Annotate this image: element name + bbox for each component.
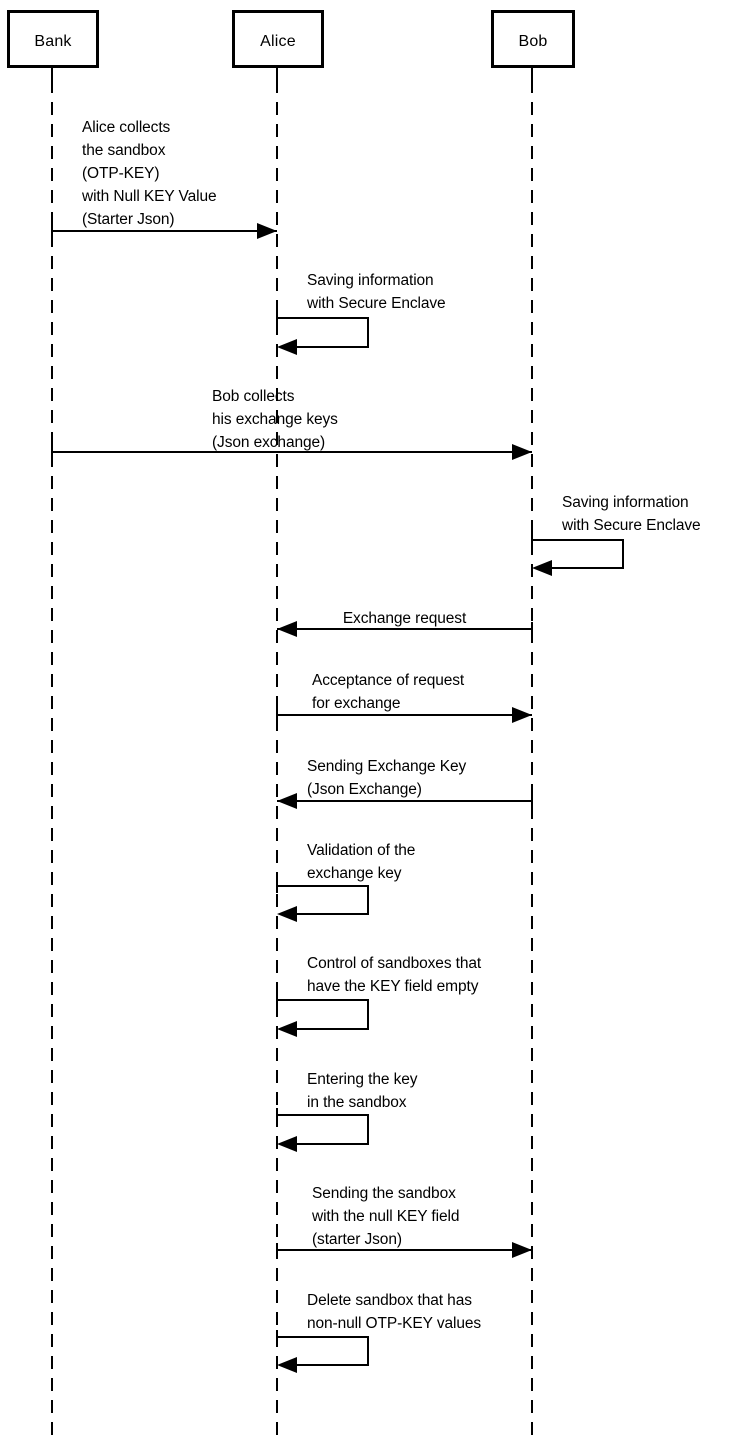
actor-box-bob[interactable]: Bob (491, 10, 575, 68)
message-label-line: Sending the sandbox (312, 1185, 456, 1202)
arrowhead-m8 (277, 906, 297, 922)
message-label-line: Exchange request (342, 610, 467, 627)
message-m8 (276, 879, 369, 922)
message-label-line: Saving information (307, 272, 434, 289)
message-label-m9: Control of sandboxes that have the KEY fi… (307, 952, 481, 998)
self-call-loop-m2 (277, 317, 369, 348)
message-m4 (531, 533, 624, 576)
actor-label-alice: Alice (260, 33, 296, 50)
message-label-line: with Secure Enclave (562, 517, 701, 534)
message-label-line: Entering the key (307, 1071, 418, 1088)
self-call-loop-m8 (277, 885, 369, 915)
actor-label-bob: Bob (518, 33, 548, 50)
message-label-line: Alice collects (82, 119, 171, 136)
arrowhead-m6 (512, 707, 532, 723)
message-label-m8: Validation of the exchange key (307, 839, 415, 885)
message-label-line: exchange key (307, 865, 402, 882)
message-label-m7: Sending Exchange Key (Json Exchange) (307, 755, 466, 801)
message-label-m11: Sending the sandbox with the null KEY fie… (312, 1182, 459, 1251)
message-label-line: non-null OTP-KEY values (307, 1315, 482, 1332)
message-label-line: (Json Exchange) (307, 781, 422, 798)
self-call-loop-m10 (277, 1114, 369, 1145)
message-label-m1: Alice collects the sandbox (OTP-KEY) with N… (82, 116, 217, 231)
message-label-line: in the sandbox (307, 1094, 407, 1111)
message-label-line: Saving information (562, 494, 689, 511)
self-call-loop-m4 (532, 539, 624, 569)
message-label-m2: Saving information with Secure Enclave (307, 269, 446, 315)
message-label-line: Sending Exchange Key (307, 758, 467, 775)
message-label-line: the sandbox (82, 142, 166, 159)
message-m10 (276, 1108, 369, 1152)
arrowhead-m10 (277, 1136, 297, 1152)
actor-box-alice[interactable]: Alice (232, 10, 324, 68)
message-label-line: have the KEY field empty (307, 978, 479, 995)
arrowhead-m9 (277, 1021, 297, 1037)
message-label-line: Bob collects (212, 388, 295, 405)
message-label-line: his exchange keys (212, 411, 338, 428)
message-label-line: Acceptance of request (312, 672, 465, 689)
arrowhead-m3 (512, 444, 532, 460)
arrowhead-m2 (277, 339, 297, 355)
message-label-m4: Saving information with Secure Enclave (562, 491, 701, 537)
message-m12 (276, 1330, 369, 1373)
message-label-line: (starter Json) (312, 1231, 402, 1248)
self-call-loop-m9 (277, 999, 369, 1030)
arrowhead-m11 (512, 1242, 532, 1258)
arrowhead-m4 (532, 560, 552, 576)
message-label-m6: Acceptance of request for exchange (312, 669, 464, 715)
message-label-m5: Exchange request (277, 607, 532, 630)
message-label-line: Validation of the (307, 842, 416, 859)
actor-box-bank[interactable]: Bank (7, 10, 99, 68)
message-m2 (276, 311, 369, 355)
message-label-line: (Json exchange) (212, 434, 326, 451)
arrowhead-m7 (277, 793, 297, 809)
arrowhead-m1 (257, 223, 277, 239)
message-label-m12: Delete sandbox that has non-null OTP-KEY … (307, 1289, 481, 1335)
actor-label-bank: Bank (34, 33, 72, 50)
message-label-m3: Bob collects his exchange keys (Json excha… (212, 385, 338, 454)
message-m9 (276, 993, 369, 1037)
message-label-line: with Secure Enclave (307, 295, 446, 312)
message-label-line: (OTP-KEY) (82, 165, 160, 182)
message-label-line: Control of sandboxes that (307, 955, 482, 972)
message-label-line: with the null KEY field (312, 1208, 460, 1225)
message-label-line: (Starter Json) (82, 211, 175, 228)
message-label-line: for exchange (312, 695, 401, 712)
message-label-m10: Entering the key in the sandbox (307, 1068, 418, 1114)
arrowhead-m12 (277, 1357, 297, 1373)
message-label-line: Delete sandbox that has (307, 1292, 472, 1309)
message-label-line: with Null KEY Value (82, 188, 217, 205)
self-call-loop-m12 (277, 1336, 369, 1366)
